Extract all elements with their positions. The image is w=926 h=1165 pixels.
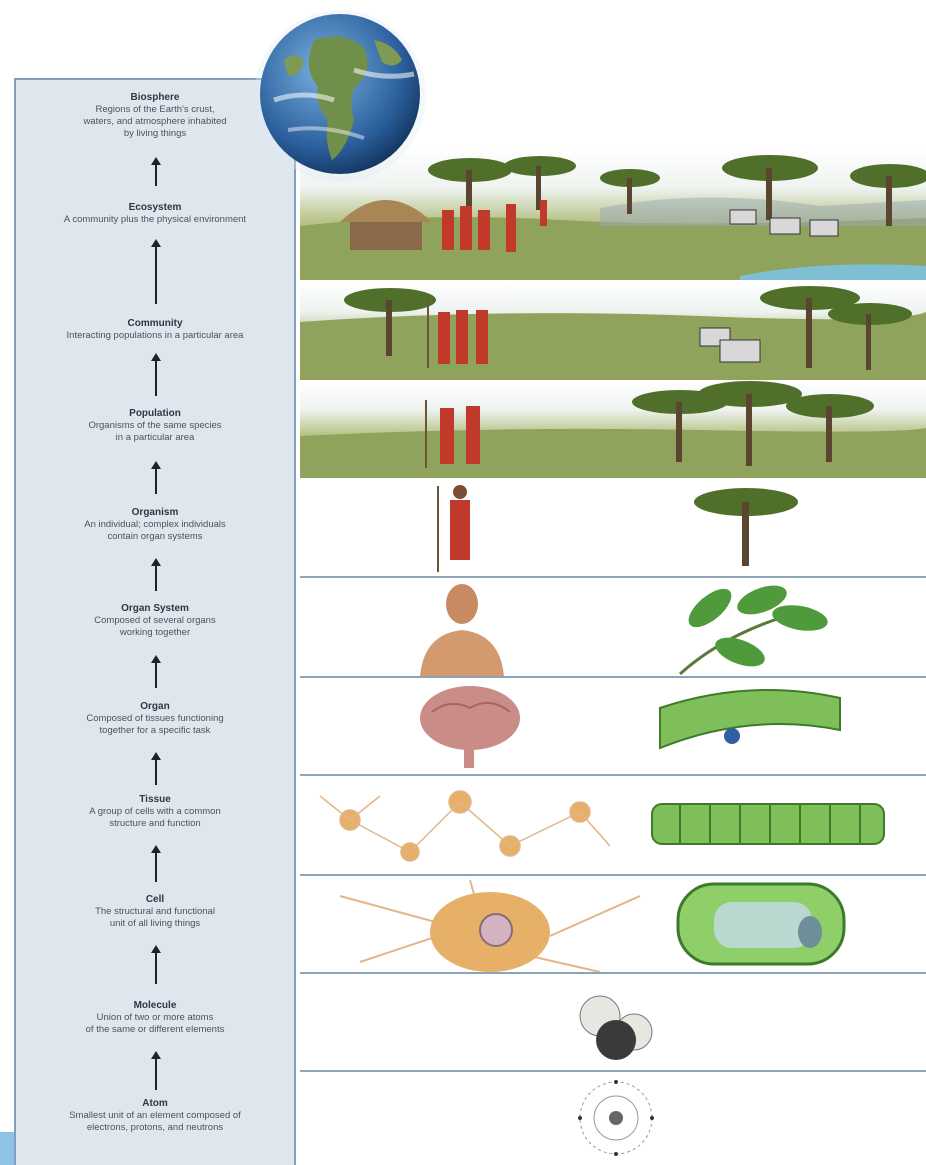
leaf-cross-section-icon (660, 690, 840, 748)
level-population: Population Organisms of the same species… (14, 408, 296, 444)
arrow-up-icon (155, 468, 157, 494)
level-name: Community (14, 318, 296, 330)
atom-icon (300, 1072, 926, 1165)
level-tissue: Tissue A group of cells with a common st… (14, 794, 296, 830)
level-organism: Organism An individual; complex individu… (14, 507, 296, 543)
cell-art (300, 876, 926, 974)
arrow-up-icon (155, 565, 157, 591)
level-ecosystem: Ecosystem A community plus the physical … (14, 202, 296, 226)
level-molecule: Molecule Union of two or more atoms of t… (14, 1000, 296, 1036)
level-atom: Atom Smallest unit of an element compose… (14, 1098, 296, 1134)
organ-art (300, 678, 926, 776)
level-name: Ecosystem (14, 202, 296, 214)
level-name: Tissue (14, 794, 296, 806)
level-name: Population (14, 408, 296, 420)
arrow-up-icon (155, 1058, 157, 1090)
tissue-art (300, 776, 926, 876)
water-molecule-icon (300, 974, 926, 1072)
corner-tab (0, 1132, 14, 1165)
level-description: A community plus the physical environmen… (14, 214, 296, 226)
arrow-up-icon (155, 360, 157, 396)
level-description: Composed of tissues functioning together… (14, 713, 296, 737)
level-description: Union of two or more atoms of the same o… (14, 1012, 296, 1036)
level-description: Composed of several organs working toget… (14, 615, 296, 639)
level-organ-system: Organ System Composed of several organs … (14, 603, 296, 639)
level-description: Organisms of the same species in a parti… (14, 420, 296, 444)
leaf-branch-icon (680, 580, 830, 674)
level-name: Cell (14, 894, 296, 906)
level-description: An individual; complex individuals conta… (14, 519, 296, 543)
organ-system-art (300, 578, 926, 678)
community-scene (300, 282, 926, 380)
molecule-panel (300, 974, 926, 1072)
arrow-up-icon (155, 164, 157, 186)
human-figure-icon (438, 485, 470, 572)
level-cell: Cell The structural and functional unit … (14, 894, 296, 930)
plant-cell-icon (678, 884, 844, 964)
level-community: Community Interacting populations in a p… (14, 318, 296, 342)
arrow-up-icon (155, 952, 157, 984)
neurons-icon (320, 791, 610, 861)
level-description: A group of cells with a common structure… (14, 806, 296, 830)
population-scene (300, 380, 926, 478)
level-name: Organism (14, 507, 296, 519)
community-panel (300, 282, 926, 380)
tissue-panel (300, 776, 926, 876)
level-name: Organ (14, 701, 296, 713)
population-panel (300, 380, 926, 478)
level-organ: Organ Composed of tissues functioning to… (14, 701, 296, 737)
organ-system-panel (300, 578, 926, 678)
arrow-up-icon (155, 246, 157, 304)
level-description: Smallest unit of an element composed of … (14, 1110, 296, 1134)
cell-panel (300, 876, 926, 974)
acacia-tree-icon (694, 488, 798, 566)
level-name: Atom (14, 1098, 296, 1110)
plant-tissue-icon (652, 804, 884, 844)
organism-panel (300, 478, 926, 578)
organ-panel (300, 678, 926, 776)
level-name: Organ System (14, 603, 296, 615)
level-description: The structural and functional unit of al… (14, 906, 296, 930)
atom-panel (300, 1072, 926, 1165)
arrow-up-icon (155, 662, 157, 688)
human-torso-icon (420, 584, 504, 676)
earth-globe-icon (244, 0, 444, 186)
organism-art (300, 478, 926, 578)
nerve-cell-icon (340, 880, 640, 972)
brain-icon (420, 686, 520, 768)
arrow-up-icon (155, 759, 157, 785)
level-description: Interacting populations in a particular … (14, 330, 296, 342)
arrow-up-icon (155, 852, 157, 882)
level-name: Molecule (14, 1000, 296, 1012)
